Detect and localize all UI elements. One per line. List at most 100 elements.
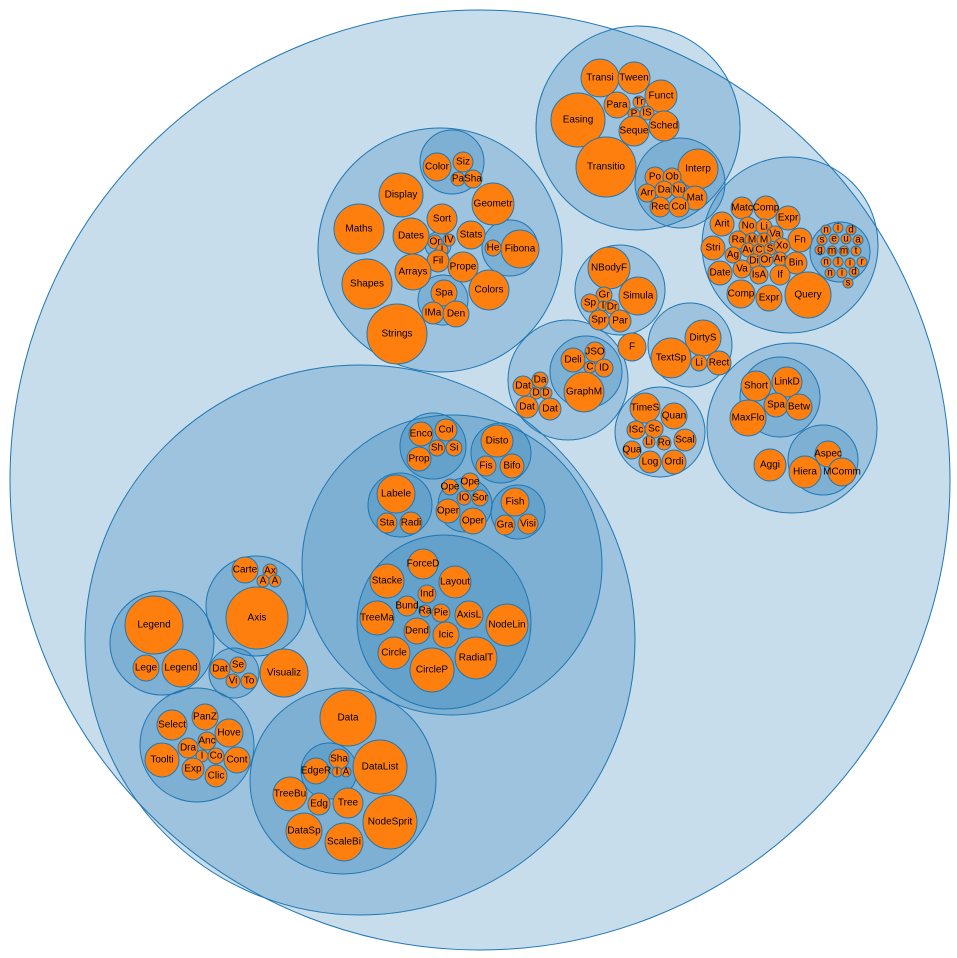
leaf-node: Col: [668, 196, 690, 218]
leaf-circle: [302, 757, 330, 785]
leaf-circle: [454, 636, 498, 680]
leaf-node: Or: [758, 252, 774, 268]
leaf-node: Query: [784, 271, 832, 319]
leaf-circle: [124, 595, 184, 655]
leaf-node: ID: [594, 358, 614, 378]
leaf-circle: [456, 220, 486, 250]
leaf-circle: [788, 455, 822, 489]
leaf-circle: [214, 718, 244, 748]
leaf-circle: [431, 603, 451, 623]
leaf-circle: [730, 196, 754, 220]
leaf-circle: [484, 239, 502, 257]
leaf-node: IsA: [749, 265, 769, 285]
leaf-circle: [724, 246, 742, 264]
leaf-node: Ra: [418, 604, 432, 618]
leaf-node: Color: [422, 152, 452, 182]
leaf-circle: [426, 203, 458, 235]
leaf-circle: [500, 487, 530, 517]
leaf-node: Se: [229, 656, 247, 674]
leaf-circle: [209, 658, 231, 680]
leaf-node: s: [816, 234, 828, 246]
leaf-circle: [366, 303, 428, 365]
leaf-node: Arrays: [394, 253, 432, 291]
leaf-node: LinkD: [771, 366, 803, 398]
leaf-node: Sp: [580, 293, 600, 313]
leaf-circle: [332, 787, 364, 819]
leaf-node: Ro: [656, 435, 672, 451]
leaf-circle: [272, 776, 308, 812]
leaf-node: Edg: [307, 792, 331, 816]
leaf-circle: [824, 267, 836, 279]
leaf-node: Rect: [706, 350, 732, 376]
leaf-circle: [753, 448, 787, 482]
leaf-circle: [729, 399, 767, 437]
leaf-node: Rec: [649, 196, 671, 218]
leaf-node: Pa: [450, 171, 466, 187]
leaf-circle: [587, 246, 631, 290]
leaf-node: Sort: [426, 203, 458, 235]
leaf-circle: [594, 358, 614, 378]
leaf-node: Si: [445, 439, 463, 457]
leaf-circle: [517, 513, 539, 535]
leaf-circle: [784, 251, 808, 275]
leaf-circle: [447, 251, 479, 283]
leaf-node: Tween: [617, 61, 651, 95]
leaf-node: l: [832, 256, 844, 268]
leaf-node: A: [340, 766, 352, 778]
leaf-node: Matc: [730, 196, 754, 220]
leaf-circle: [844, 257, 856, 269]
leaf-node: Expr: [775, 205, 801, 231]
leaf-circle: [459, 507, 487, 535]
leaf-circle: [690, 354, 708, 372]
leaf-circle: [842, 277, 854, 289]
leaf-circle: [240, 672, 258, 690]
leaf-circle: [626, 420, 646, 440]
leaf-circle: [435, 498, 461, 524]
leaf-circle: [820, 224, 832, 236]
leaf-node: Stats: [456, 220, 486, 250]
leaf-node: Ordi: [661, 449, 687, 475]
leaf-circle: [642, 435, 656, 449]
leaf-circle: [132, 654, 160, 682]
leaf-node: Display: [378, 172, 424, 218]
leaf-circle: [538, 397, 562, 421]
leaf-circle: [369, 563, 405, 599]
leaf-node: Expr: [755, 284, 783, 312]
leaf-circle: [204, 764, 228, 788]
leaf-node: Sh: [428, 439, 446, 457]
leaf-circle: [784, 271, 832, 319]
leaf-circle: [832, 222, 844, 234]
leaf-node: Colors: [468, 269, 510, 311]
leaf-circle: [156, 709, 188, 741]
leaf-node: NBodyF: [587, 246, 631, 290]
leaf-circle: [632, 95, 646, 109]
leaf-circle: [445, 439, 463, 457]
leaf-node: MaxFlo: [729, 399, 767, 437]
leaf-circle: [773, 237, 791, 255]
leaf-node: Dra: [177, 737, 199, 759]
leaf-circle: [409, 647, 455, 693]
leaf-circle: [848, 266, 860, 278]
leaf-node: t: [850, 245, 862, 257]
leaf-circle: [732, 259, 752, 279]
leaf-node: Siz: [452, 151, 474, 173]
leaf-circle: [256, 574, 270, 588]
leaf-circle: [660, 402, 688, 430]
leaf-circle: [362, 794, 418, 850]
leaf-node: Cont: [223, 746, 251, 774]
leaf-node: Da: [654, 180, 674, 200]
leaf-circle: [539, 386, 553, 400]
leaf-node: Sor: [471, 489, 489, 507]
leaf-node: Hove: [214, 718, 244, 748]
leaf-circle: [161, 648, 201, 688]
leaf-circle: [376, 512, 398, 534]
leaf-circle: [181, 757, 205, 781]
leaf-circle: [403, 617, 431, 645]
leaf-node: TreeMa: [359, 600, 395, 636]
leaf-circle: [432, 621, 460, 649]
leaf-circle: [648, 110, 680, 142]
leaf-circle: [763, 392, 789, 418]
leaf-node: Transi: [580, 58, 620, 98]
leaf-circle: [341, 258, 393, 310]
leaf-node: Seque: [618, 115, 650, 147]
